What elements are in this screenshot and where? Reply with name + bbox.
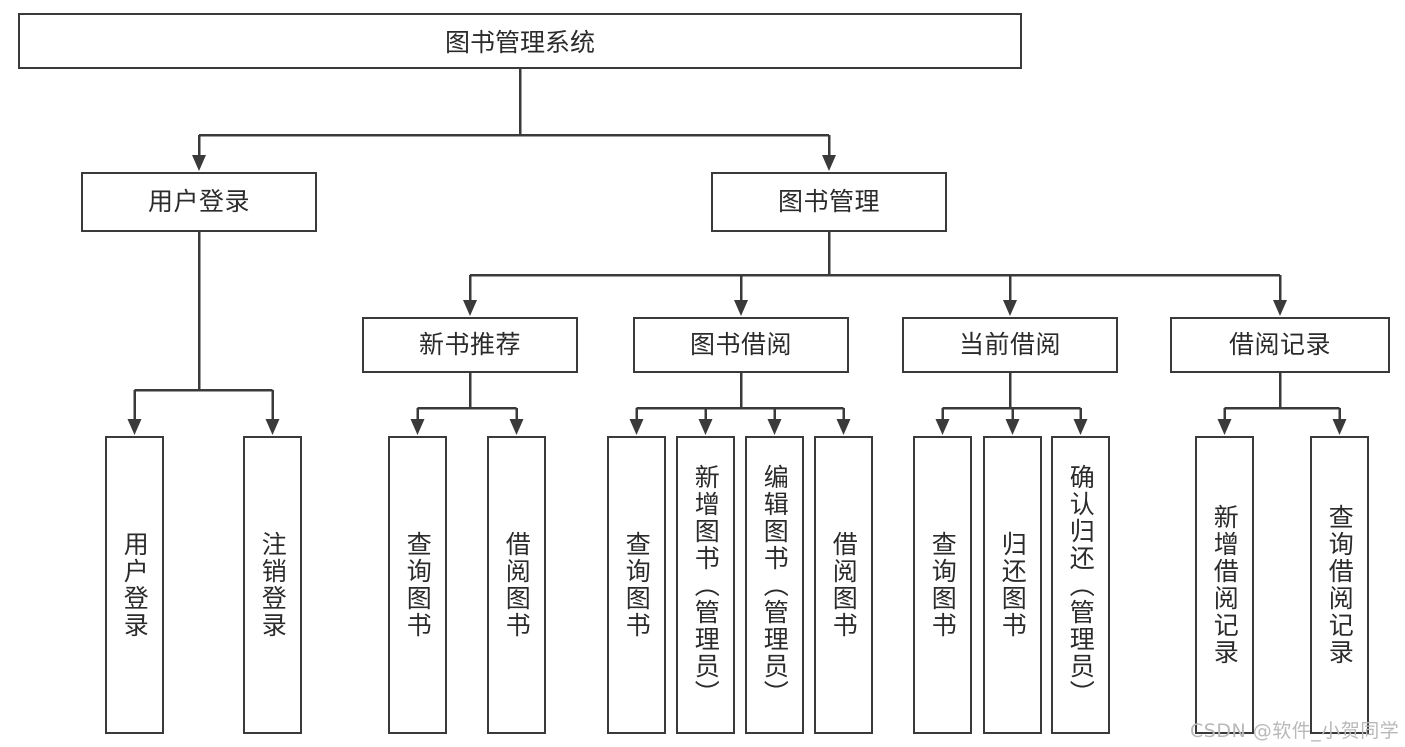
node-label: 查询图书 (928, 531, 958, 639)
node-level2-book-management[interactable]: 图书管理 (711, 172, 947, 232)
node-leaf-return-book[interactable]: 归还图书 (983, 436, 1042, 734)
node-root[interactable]: 图书管理系统 (18, 13, 1022, 69)
node-leaf-query-book-newbook[interactable]: 查询图书 (388, 436, 447, 734)
node-leaf-query-book-borrow[interactable]: 查询图书 (607, 436, 666, 734)
node-level3-new-book-recommend[interactable]: 新书推荐 (362, 317, 578, 373)
node-label: 图书借阅 (689, 330, 792, 360)
node-label: 查询图书 (622, 531, 652, 639)
watermark: CSDN @软件_小贺同学 (1190, 720, 1400, 742)
node-label: 查询借阅记录 (1325, 504, 1355, 666)
node-leaf-user-login[interactable]: 用户登录 (105, 436, 164, 734)
node-label: 用户登录 (147, 187, 250, 217)
node-leaf-logout[interactable]: 注销登录 (243, 436, 302, 734)
node-level3-borrow-record[interactable]: 借阅记录 (1170, 317, 1390, 373)
node-label: 新增借阅记录 (1210, 504, 1240, 666)
node-leaf-borrow-book[interactable]: 借阅图书 (814, 436, 873, 734)
node-leaf-add-borrow-record[interactable]: 新增借阅记录 (1195, 436, 1254, 734)
node-level3-current-borrow[interactable]: 当前借阅 (902, 317, 1118, 373)
node-label: 新书推荐 (418, 330, 521, 360)
node-label: 借阅图书 (502, 531, 532, 639)
node-label: 新增图书（管理员） (691, 463, 721, 707)
node-leaf-add-book-admin[interactable]: 新增图书（管理员） (676, 436, 735, 734)
node-label: 编辑图书（管理员） (760, 463, 790, 707)
node-label: 当前借阅 (958, 330, 1061, 360)
node-leaf-query-borrow-record[interactable]: 查询借阅记录 (1310, 436, 1369, 734)
node-leaf-query-book-current[interactable]: 查询图书 (913, 436, 972, 734)
node-level3-book-borrow[interactable]: 图书借阅 (633, 317, 849, 373)
node-leaf-confirm-return-admin[interactable]: 确认归还（管理员） (1051, 436, 1110, 734)
node-label: 归还图书 (998, 531, 1028, 639)
node-leaf-edit-book-admin[interactable]: 编辑图书（管理员） (745, 436, 804, 734)
node-label: 借阅图书 (829, 531, 859, 639)
node-label: 确认归还（管理员） (1066, 463, 1096, 707)
node-label: 注销登录 (258, 531, 288, 639)
node-label: 图书管理 (777, 187, 880, 217)
node-label: 借阅记录 (1228, 330, 1331, 360)
node-label: 查询图书 (403, 531, 433, 639)
node-level2-user-login[interactable]: 用户登录 (81, 172, 317, 232)
node-label: 用户登录 (120, 531, 150, 639)
node-leaf-borrow-book-newbook[interactable]: 借阅图书 (487, 436, 546, 734)
node-label: 图书管理系统 (444, 28, 595, 57)
